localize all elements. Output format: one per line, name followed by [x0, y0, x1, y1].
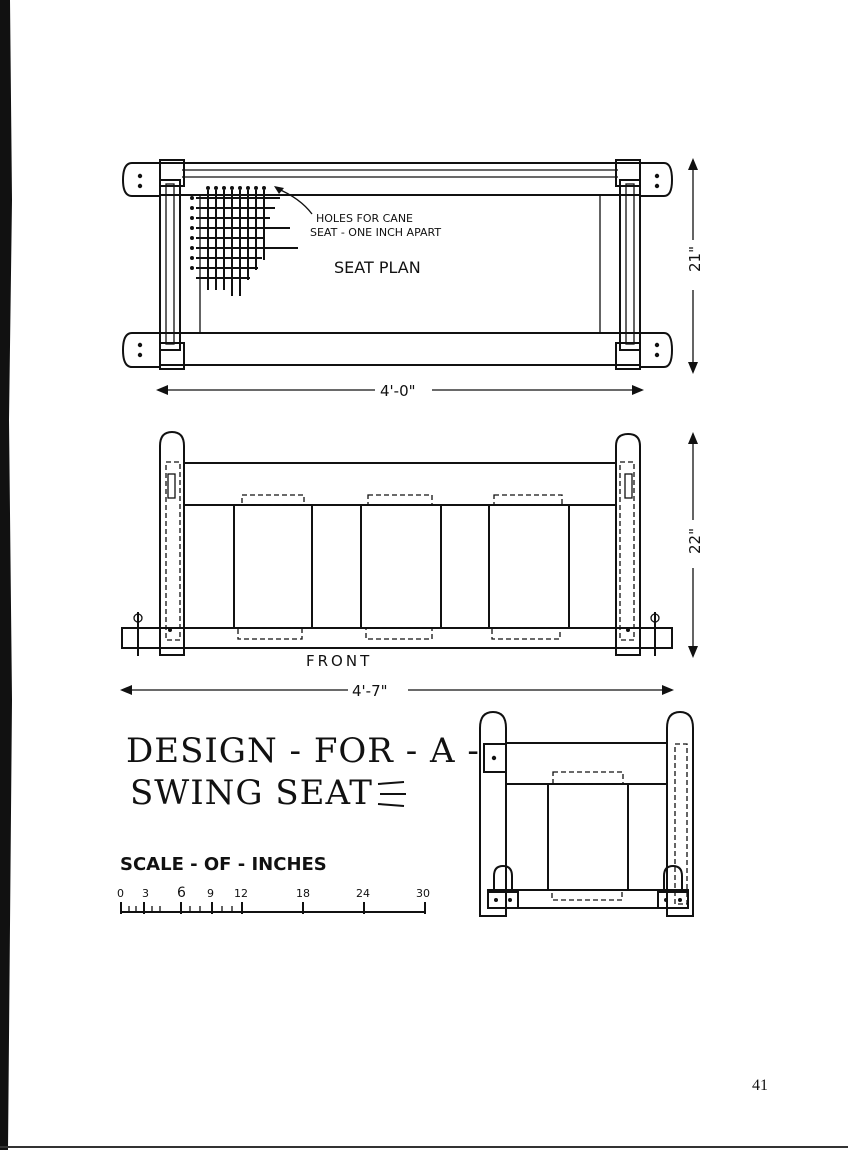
page-number: 41: [752, 1077, 768, 1094]
bottom-seat-rail: [121, 627, 673, 649]
scale-tick-3: 3: [142, 887, 149, 900]
scan-edge-left: [0, 0, 12, 1150]
left-post: [159, 430, 185, 656]
title-ornament: [377, 781, 406, 807]
seat-width-dim: 4'-0": [380, 382, 416, 400]
cane-note-line1: HOLES FOR CANE: [316, 212, 413, 225]
front-width-dim: 4'-7": [352, 682, 388, 700]
front-width-dimension: 4'-7": [120, 682, 674, 700]
scale-tick-0: 0: [117, 887, 124, 900]
right-post: [615, 432, 641, 656]
right-side-rail: [619, 179, 641, 351]
cane-hole-grid: [190, 186, 298, 296]
seat-plan-drawing: HOLES FOR CANE SEAT - ONE INCH APART SEA…: [121, 159, 674, 370]
scale-tick-18: 18: [296, 887, 310, 900]
end-left-post: [479, 710, 507, 917]
scale-tick-9: 9: [207, 887, 214, 900]
cane-note-line2: SEAT - ONE INCH APART: [310, 226, 441, 239]
seat-plan-depth-dimension: 21": [686, 158, 704, 374]
seat-depth-dim: 21": [686, 246, 704, 272]
scale-tick-12: 12: [234, 887, 248, 900]
seat-plan-label: SEAT PLAN: [334, 258, 421, 277]
front-height-dim: 22": [686, 528, 704, 554]
left-side-rail: [159, 179, 181, 351]
front-label: FRONT: [306, 652, 372, 670]
scale-tick-24: 24: [356, 887, 370, 900]
front-rail: [159, 332, 641, 366]
end-elevation-drawing: [479, 710, 694, 917]
callout-arrow: [275, 187, 313, 215]
design-title-line1: DESIGN - FOR - A -: [126, 731, 480, 771]
design-title-line2: SWING SEAT: [130, 773, 373, 813]
scale-label: SCALE - OF - INCHES: [120, 854, 327, 875]
seat-plan-width-dimension: 4'-0": [156, 382, 644, 400]
scale-bar: [120, 902, 426, 914]
scale-tick-6: 6: [177, 885, 186, 901]
front-height-dimension: 22": [686, 432, 704, 658]
front-elevation-drawing: FRONT: [121, 430, 673, 670]
end-right-post: [666, 710, 694, 917]
scale-tick-30: 30: [416, 887, 430, 900]
